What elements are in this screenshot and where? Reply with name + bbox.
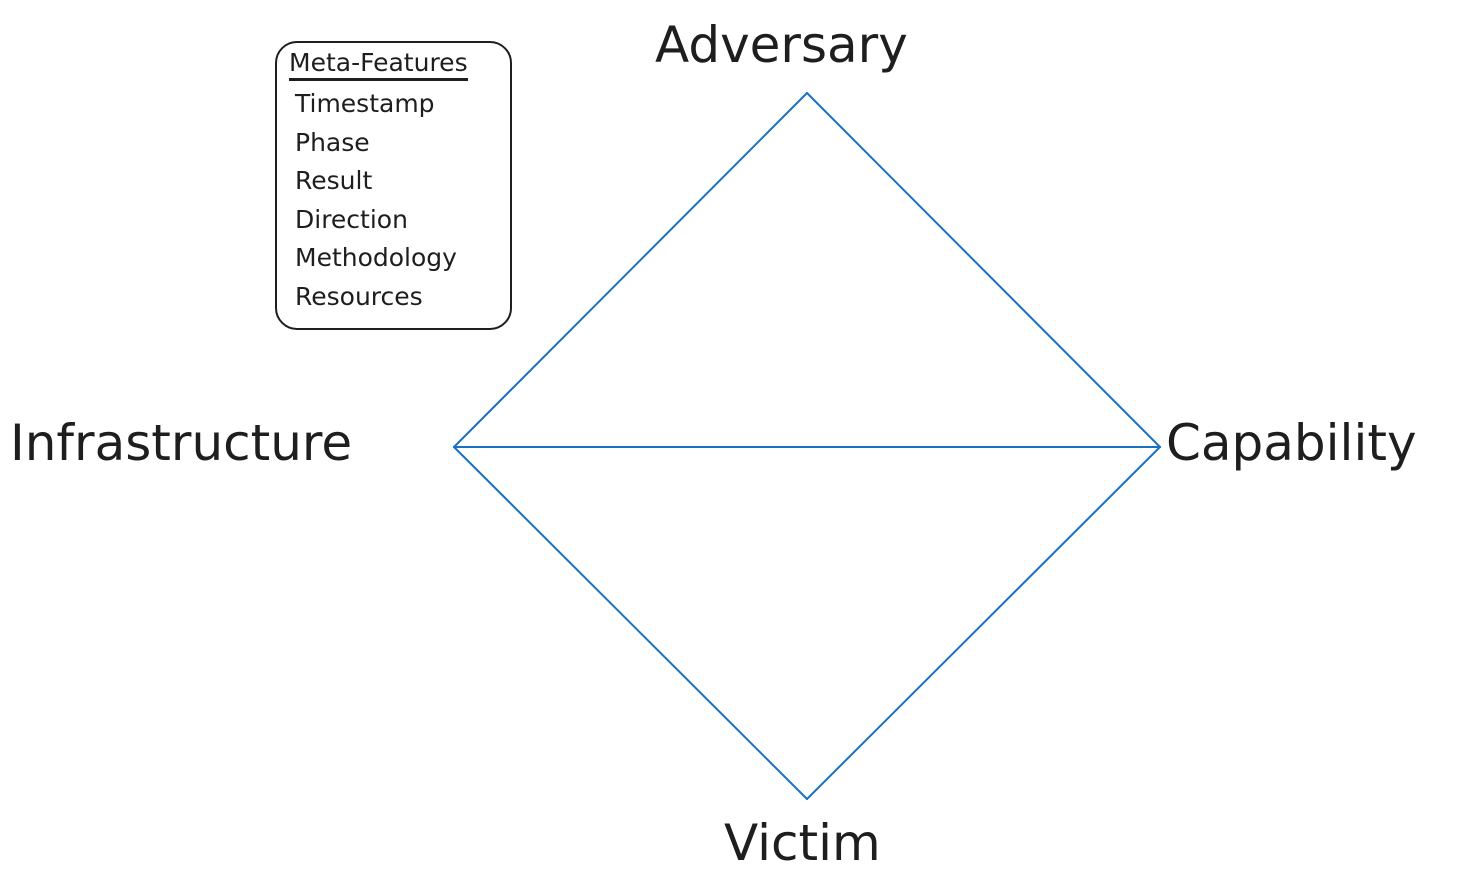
meta-feature-item: Phase bbox=[295, 127, 370, 157]
edge-capability-victim bbox=[806, 446, 1161, 800]
meta-feature-item: Direction bbox=[295, 204, 408, 234]
meta-feature-item: Methodology bbox=[295, 243, 457, 272]
edge-adversary-capability bbox=[806, 92, 1161, 448]
meta-feature-item: Timestamp bbox=[295, 89, 435, 118]
vertex-label-infrastructure: Infrastructure bbox=[10, 414, 353, 472]
vertex-label-adversary: Adversary bbox=[655, 16, 908, 74]
meta-features-list: Timestamp Phase Result Direction Methodo… bbox=[289, 85, 510, 316]
diamond-edges bbox=[453, 92, 1161, 800]
edge-adversary-infrastructure bbox=[453, 92, 808, 448]
vertex-label-capability: Capability bbox=[1166, 414, 1417, 472]
meta-feature-item: Result bbox=[295, 166, 373, 195]
vertex-label-victim: Victim bbox=[724, 814, 881, 872]
edge-infrastructure-victim bbox=[453, 446, 808, 800]
meta-features-title: Meta-Features bbox=[289, 47, 468, 81]
meta-features-box: Meta-Features Timestamp Phase Result Dir… bbox=[275, 41, 512, 330]
meta-feature-item: Resources bbox=[295, 281, 423, 311]
